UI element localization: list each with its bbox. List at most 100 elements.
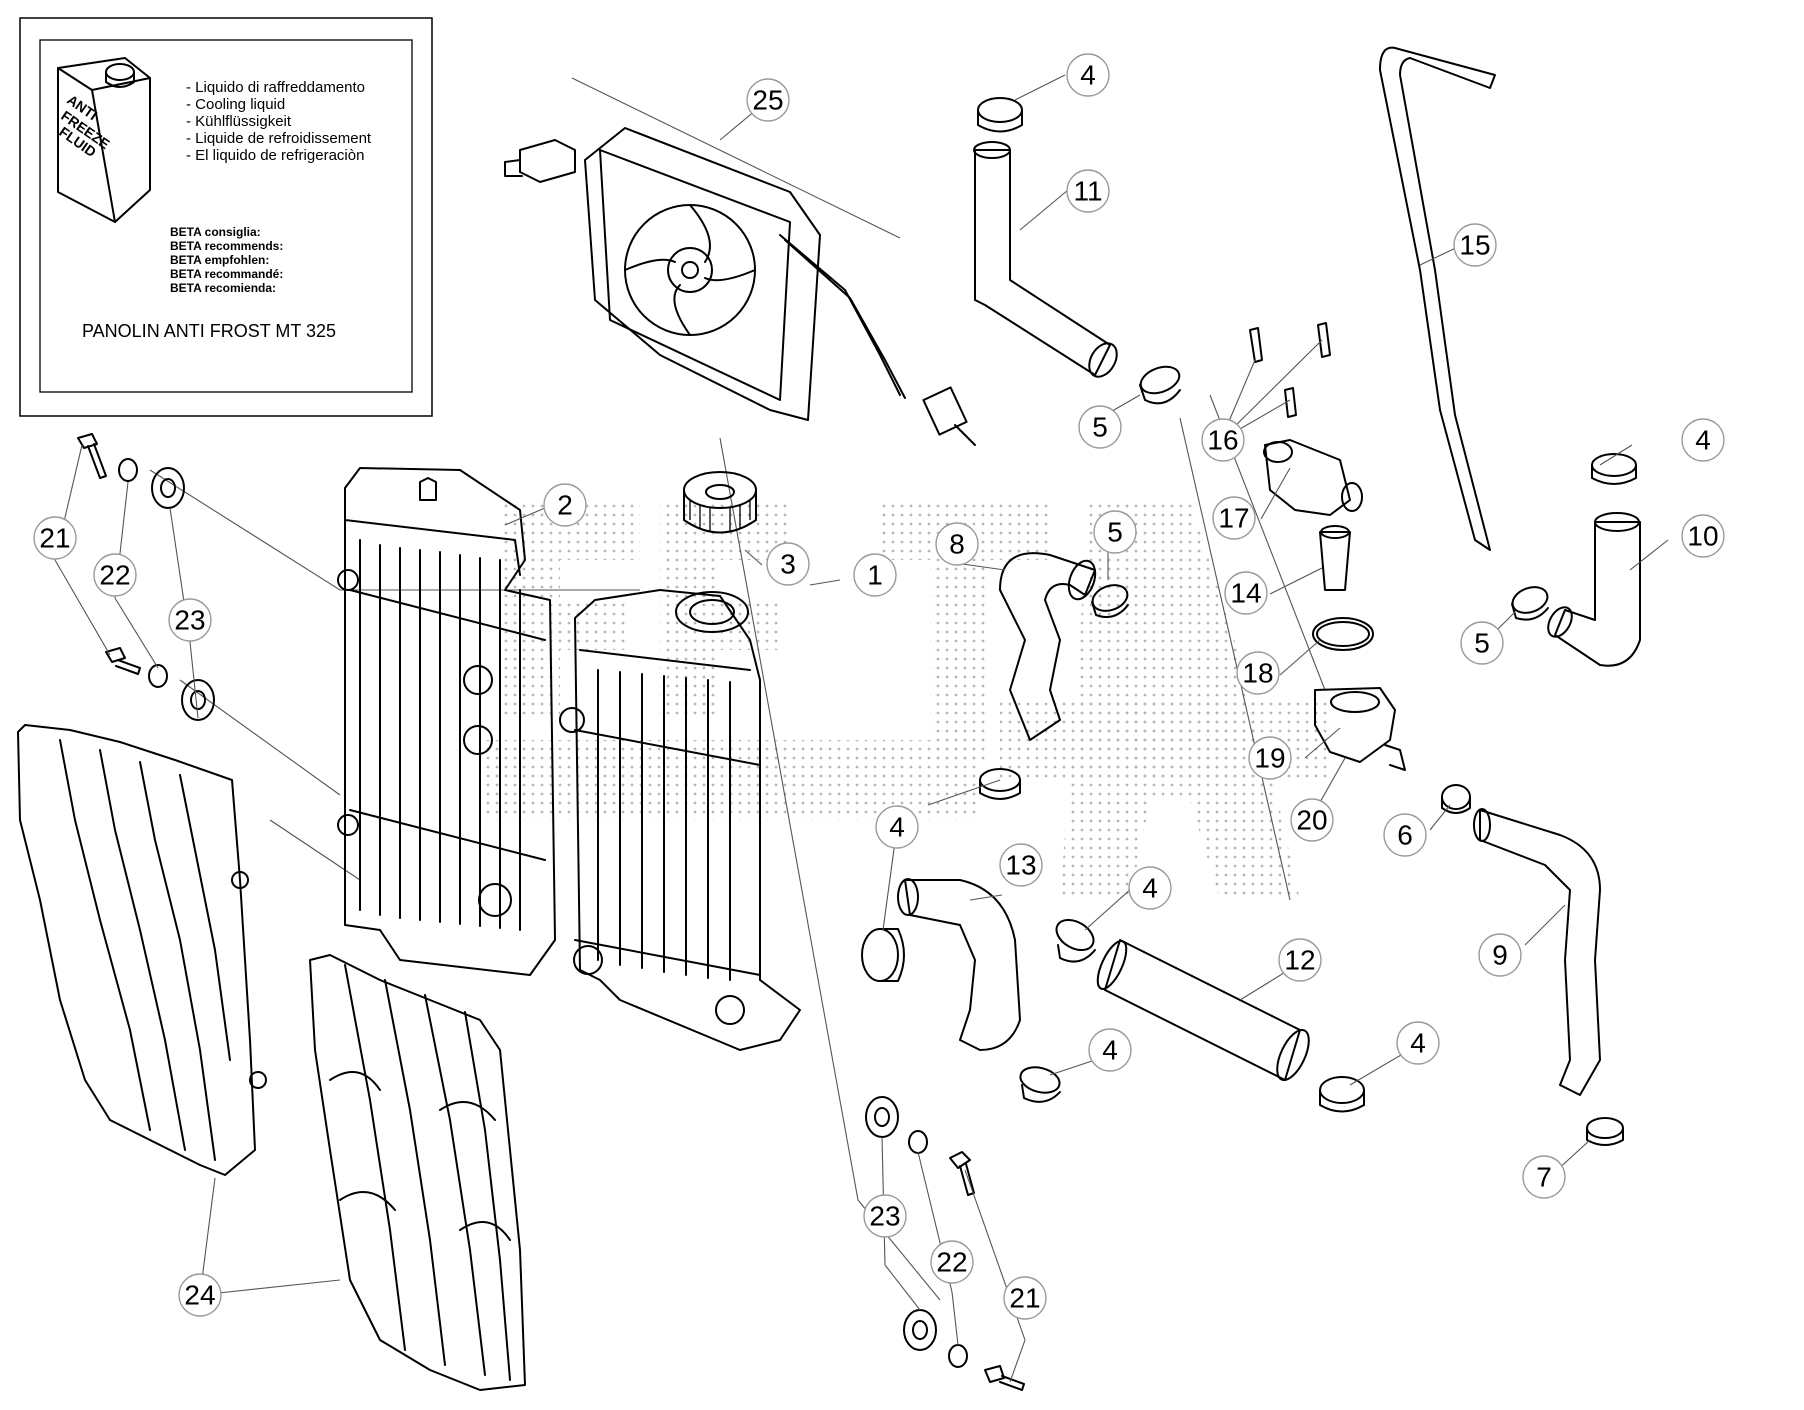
svg-text:8: 8 — [949, 529, 965, 560]
svg-text:4: 4 — [1695, 425, 1711, 456]
coolant-name-es: - El liquido de refrigeraciòn — [186, 147, 364, 164]
svg-text:22: 22 — [936, 1247, 967, 1278]
callout-22-bottom: 22 — [930, 1240, 974, 1284]
svg-text:3: 3 — [780, 549, 796, 580]
coolant-name-it: - Liquido di raffreddamento — [186, 79, 365, 96]
callout-23-bottom: 23 — [863, 1194, 907, 1238]
recommends-it: BETA consiglia: — [170, 225, 261, 239]
radiator-cap — [683, 471, 757, 534]
washer-22-lower — [948, 1344, 968, 1368]
callout-4-b: 4 — [1088, 1028, 1132, 1072]
callout-24: 24 — [178, 1273, 222, 1317]
left-radiator — [559, 589, 801, 1051]
svg-text:24: 24 — [184, 1280, 215, 1311]
grommet-23-mid — [181, 679, 215, 721]
svg-text:4: 4 — [1410, 1028, 1426, 1059]
callout-10: 10 — [1681, 514, 1725, 558]
callout-5-mid: 5 — [1093, 510, 1137, 554]
recommended-product: PANOLIN ANTI FROST MT 325 — [82, 321, 336, 341]
svg-text:9: 9 — [1492, 940, 1508, 971]
svg-text:21: 21 — [1009, 1283, 1040, 1314]
callout-5-right: 5 — [1460, 621, 1504, 665]
washer-22-top — [118, 458, 138, 482]
hose-9 — [1473, 808, 1601, 1096]
svg-text:6: 6 — [1397, 820, 1413, 851]
coolant-info-box: ANTI FREEZE FLUID - Liquido di raffredda… — [19, 17, 433, 417]
washer-22-bottom — [908, 1130, 928, 1154]
callout-18: 18 — [1236, 651, 1280, 695]
coolant-name-fr: - Liquide de refroidissement — [186, 130, 372, 147]
grommet-23-top — [151, 467, 185, 509]
recommends-es: BETA recomienda: — [170, 281, 276, 295]
svg-text:5: 5 — [1092, 412, 1108, 443]
recommends-de: BETA empfohlen: — [170, 253, 269, 267]
bolt-21-top — [77, 433, 107, 479]
clamp-4-right — [1591, 453, 1637, 485]
bolt-21-bottom — [949, 1151, 975, 1196]
hose-11 — [973, 141, 1118, 378]
clamp-top-11 — [977, 97, 1023, 133]
svg-text:4: 4 — [1142, 873, 1158, 904]
recommends-fr: BETA recommandé: — [170, 267, 283, 281]
callout-4-mid: 4 — [875, 805, 919, 849]
clamp-5-mid — [1091, 584, 1129, 618]
callout-15: 15 — [1453, 223, 1497, 267]
callout-14: 14 — [1224, 571, 1268, 615]
callout-19: 19 — [1248, 736, 1292, 780]
fasteners — [77, 433, 1025, 1391]
right-radiator — [337, 467, 556, 976]
grommet-23-bottom — [865, 1096, 899, 1138]
callout-17: 17 — [1212, 496, 1256, 540]
callout-1: 1 — [853, 553, 897, 597]
clamp-5-top — [1139, 365, 1181, 405]
svg-text:5: 5 — [1107, 517, 1123, 548]
hose-15 — [1379, 46, 1496, 551]
svg-text:2: 2 — [557, 490, 573, 521]
svg-text:10: 10 — [1687, 521, 1718, 552]
svg-text:21: 21 — [39, 523, 70, 554]
cooling-fan-assembly — [504, 127, 976, 446]
callout-11: 11 — [1066, 169, 1110, 213]
hose-10 — [1547, 512, 1641, 667]
clamp-4-left — [861, 928, 905, 982]
callout-23-top: 23 — [168, 598, 212, 642]
svg-text:14: 14 — [1230, 578, 1261, 609]
bolt-21-mid — [105, 647, 141, 675]
svg-text:4: 4 — [1080, 60, 1096, 91]
svg-text:25: 25 — [752, 85, 783, 116]
callout-3: 3 — [766, 542, 810, 586]
svg-text:19: 19 — [1254, 743, 1285, 774]
callout-8: 8 — [935, 522, 979, 566]
grommet-23-lower — [903, 1309, 937, 1351]
clamp-6 — [1441, 784, 1471, 814]
hose-clamps — [861, 97, 1637, 1146]
callout-4-c: 4 — [1396, 1021, 1440, 1065]
svg-text:7: 7 — [1536, 1162, 1552, 1193]
svg-text:4: 4 — [1102, 1035, 1118, 1066]
callout-2: 2 — [543, 483, 587, 527]
callout-20: 20 — [1290, 798, 1334, 842]
callout-5-top: 5 — [1078, 405, 1122, 449]
svg-text:23: 23 — [174, 605, 205, 636]
guide-lines — [149, 77, 1326, 1301]
callout-4-top: 4 — [1066, 53, 1110, 97]
callout-12: 12 — [1278, 938, 1322, 982]
callout-21-bottom: 21 — [1003, 1276, 1047, 1320]
hose-8 — [999, 552, 1097, 741]
thermostat-group — [1249, 322, 1406, 771]
clamp-4-mid — [979, 768, 1021, 800]
coolant-name-de: - Kühlflüssigkeit — [186, 113, 292, 130]
recommends-en: BETA recommends: — [170, 239, 283, 253]
callout-13: 13 — [999, 843, 1043, 887]
callout-6: 6 — [1383, 813, 1427, 857]
radiator-louver-outer — [17, 724, 267, 1176]
svg-text:16: 16 — [1207, 425, 1238, 456]
svg-text:12: 12 — [1284, 945, 1315, 976]
callout-9: 9 — [1478, 933, 1522, 977]
callout-4-a: 4 — [1128, 866, 1172, 910]
washer-22-mid — [148, 664, 168, 688]
clamp-4-b — [1019, 1066, 1061, 1103]
callout-16: 16 — [1201, 418, 1245, 462]
callout-21-top: 21 — [33, 516, 77, 560]
